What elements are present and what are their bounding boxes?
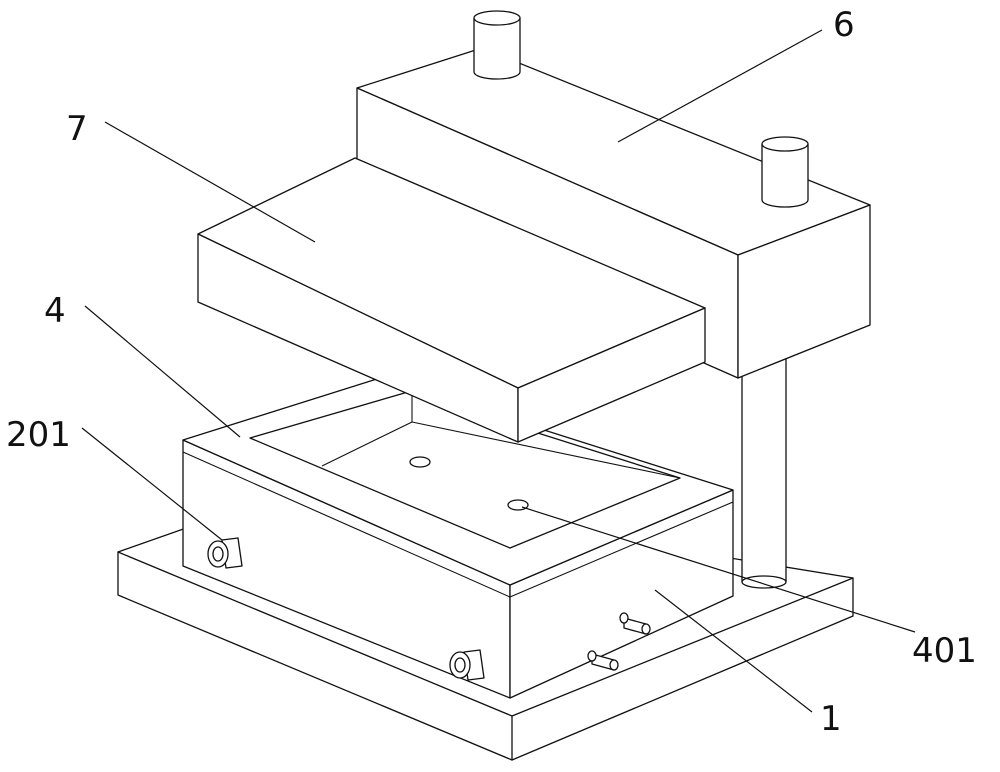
support-column	[741, 349, 787, 589]
nozzle	[619, 612, 651, 635]
cavity-hole	[409, 456, 431, 468]
label-201: 201	[6, 415, 71, 455]
leader-line	[81, 427, 223, 541]
label-6: 6	[833, 5, 855, 45]
side-fitting	[449, 649, 485, 681]
lower-mold	[182, 377, 734, 699]
label-7: 7	[66, 109, 88, 149]
label-4: 4	[44, 291, 66, 331]
guide-post	[473, 10, 521, 80]
press-plate	[197, 157, 706, 443]
leader-line	[521, 506, 916, 633]
side-fitting	[207, 537, 243, 569]
leader-line	[84, 305, 241, 438]
label-1: 1	[820, 699, 842, 739]
label-401: 401	[912, 631, 977, 671]
leader-line	[617, 29, 823, 143]
mold-cavity	[249, 391, 681, 549]
leader-line	[104, 121, 316, 243]
guide-post	[761, 136, 809, 208]
nozzle	[587, 650, 619, 671]
leader-line	[654, 589, 813, 713]
